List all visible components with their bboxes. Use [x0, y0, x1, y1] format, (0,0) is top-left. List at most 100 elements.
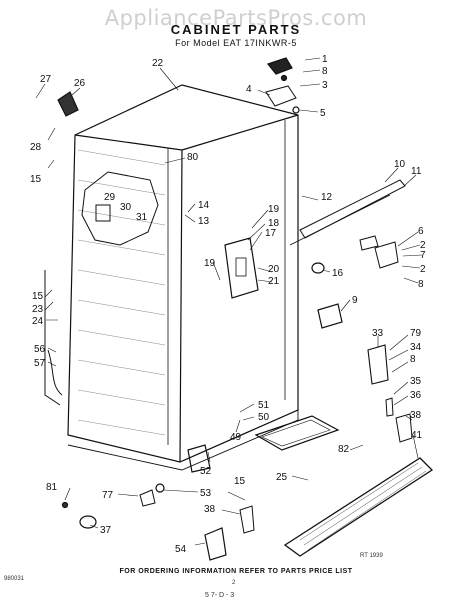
callout-15b: 15: [32, 291, 44, 302]
cabinet-base: [67, 409, 299, 471]
callout-53: 53: [200, 488, 212, 499]
callout-20: 20: [268, 264, 280, 275]
lower-hinge-bracket: [367, 344, 389, 385]
callout-24: 24: [32, 316, 44, 327]
callout-1: 1: [322, 54, 328, 65]
callout-17: 17: [265, 228, 277, 239]
callout-82: 82: [338, 444, 350, 455]
cabinet-top-edge: [74, 134, 183, 151]
callout-38a: 38: [410, 410, 422, 421]
screw-81: [61, 501, 69, 509]
callout-77: 77: [102, 490, 114, 501]
callout-8: 8: [322, 66, 328, 77]
drip-tray-inner: [261, 419, 331, 447]
callout-52: 52: [200, 466, 212, 477]
callout-35: 35: [410, 376, 422, 387]
callout-10: 10: [394, 159, 406, 170]
toe-grille-slots: [299, 462, 427, 551]
callout-14: 14: [198, 200, 210, 211]
callout-11: 11: [411, 166, 422, 177]
callout-9: 9: [352, 295, 358, 306]
watermark-text: AppliancePartsPros.com: [104, 6, 368, 30]
shelf-rail-lower: [289, 194, 391, 246]
callout-15a: 15: [30, 174, 42, 185]
callout-13: 13: [198, 216, 210, 227]
callout-3: 3: [322, 80, 328, 91]
callout-15c: 15: [234, 476, 246, 487]
hinge-shim: [265, 85, 297, 107]
cabinet-side-shading: [77, 149, 166, 436]
callout-37: 37: [100, 525, 112, 536]
callout-38b: 38: [204, 504, 216, 515]
center-bracket-slot: [235, 257, 247, 277]
leveling-leg: [155, 483, 165, 493]
callout-79: 79: [410, 328, 422, 339]
callout-51: 51: [258, 400, 270, 411]
roller-bracket: [204, 527, 227, 561]
inset-outline: [81, 171, 159, 246]
page-number: 2: [232, 580, 236, 586]
roller-wheel: [79, 515, 97, 529]
left-hinge: [57, 91, 79, 117]
callout-29: 29: [104, 192, 116, 203]
callout-5: 5: [320, 108, 326, 119]
callout-8c: 8: [410, 354, 416, 365]
wiring-harness: [47, 349, 63, 396]
callout-4: 4: [246, 84, 252, 95]
center-bracket: [224, 237, 259, 299]
callout-34: 34: [410, 342, 422, 353]
callout-19b: 19: [204, 258, 216, 269]
side-bracket: [374, 241, 399, 269]
callout-30: 30: [120, 202, 132, 213]
callout-2b: 2: [420, 264, 426, 275]
callout-33: 33: [372, 328, 384, 339]
leveling-block: [187, 444, 211, 473]
ordering-footer: FOR ORDERING INFORMATION REFER TO PARTS …: [119, 568, 353, 575]
callout-22: 22: [152, 58, 164, 69]
callout-31: 31: [136, 212, 148, 223]
callout-50: 50: [258, 412, 270, 423]
top-hinge: [266, 57, 293, 75]
leg-plate: [139, 489, 156, 507]
callout-12: 12: [321, 192, 333, 203]
lower-hinge-pin: [385, 397, 394, 417]
callout-26: 26: [74, 78, 86, 89]
callout-8b: 8: [418, 279, 424, 290]
drain-tube: [44, 270, 61, 406]
hinge-screw: [280, 74, 288, 82]
callout-16: 16: [332, 268, 344, 279]
callout-57: 57: [34, 358, 46, 369]
toe-grille: [283, 457, 434, 557]
door-stop: [359, 235, 379, 251]
callout-56: 56: [34, 344, 46, 355]
callout-23: 23: [32, 304, 44, 315]
callout-54: 54: [175, 544, 187, 555]
latch-bracket: [317, 303, 343, 329]
front-support: [239, 505, 255, 534]
leader-lines: [35, 57, 423, 546]
cabinet-front-edge: [179, 114, 299, 463]
callout-80: 80: [187, 152, 199, 163]
callout-36: 36: [410, 390, 422, 401]
callout-7: 7: [420, 250, 426, 261]
drip-tray: [254, 415, 340, 451]
callout-81: 81: [46, 482, 58, 493]
callout-labels: 1 8 3 4 5 22 27 26 28 15 80 10 11 12 29 …: [30, 54, 426, 555]
shelf-rail: [299, 179, 406, 239]
callout-27: 27: [40, 74, 52, 85]
side-support: [395, 413, 413, 443]
callout-28: 28: [30, 142, 42, 153]
callout-6: 6: [418, 226, 424, 237]
bottom-stub: 5 7- D - 3: [205, 592, 235, 599]
callout-2a: 2: [420, 240, 426, 251]
callout-41: 41: [411, 430, 423, 441]
revision-mark: RT 1939: [360, 553, 383, 559]
roller-part: [311, 262, 325, 274]
diagram-subtitle: For Model EAT 17INKWR-5: [175, 38, 297, 48]
diagram-title: CABINET PARTS: [170, 22, 302, 37]
cabinet-drawing: [44, 57, 434, 561]
callout-49: 49: [230, 432, 242, 443]
callout-19a: 19: [268, 204, 280, 215]
doc-number: 980031: [4, 576, 25, 582]
